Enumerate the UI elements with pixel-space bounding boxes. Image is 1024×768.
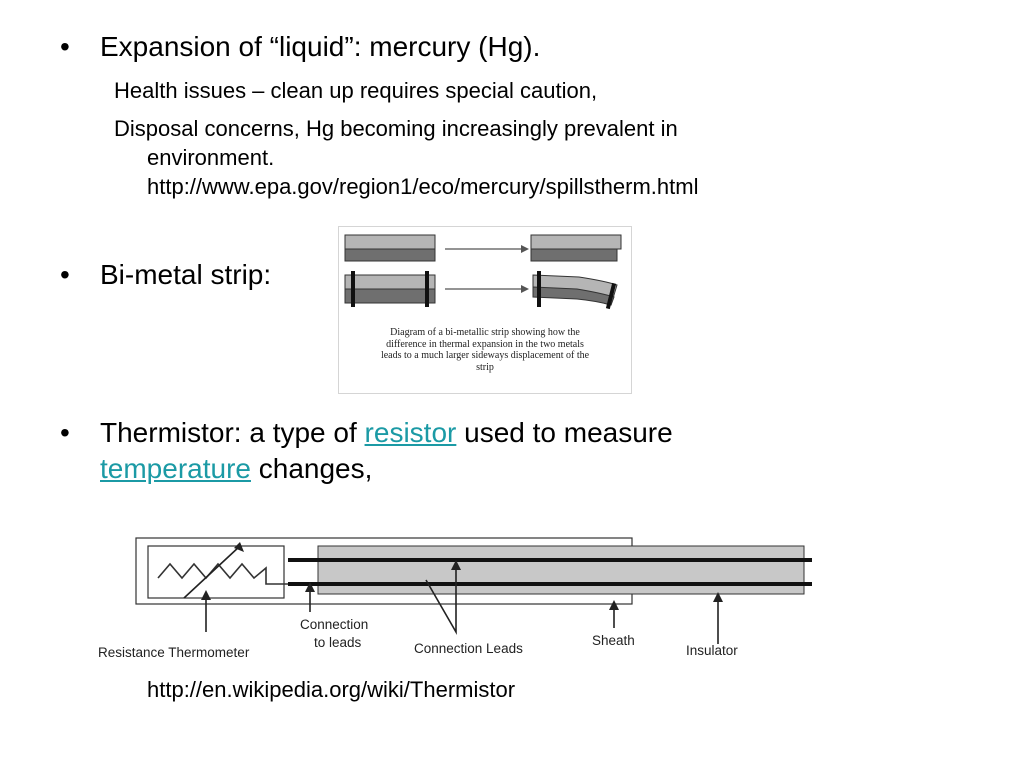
bimetal-caption: Diagram of a bi-metallic strip showing h… xyxy=(343,327,627,373)
caption-line: leads to a much larger sideways displace… xyxy=(380,350,590,361)
caption-line: strip xyxy=(476,361,494,373)
bullet-thermistor-line1: Thermistor: a type of resistor used to m… xyxy=(100,416,673,450)
caption-line: Diagram of a bi-metallic strip showing h… xyxy=(390,327,580,338)
bullet-dot: • xyxy=(60,31,70,62)
thermistor-diagram: Resistance Thermometer Connection to lea… xyxy=(96,528,816,666)
thermistor-text-after: changes, xyxy=(250,453,373,484)
bullet-thermistor-line2: temperature changes, xyxy=(100,452,372,486)
epa-url-link[interactable]: http://www.epa.gov/region1/eco/mercury/s… xyxy=(147,174,699,199)
sub-disposal-line1: Disposal concerns, Hg becoming increasin… xyxy=(114,116,678,141)
sub-health-issues: Health issues – clean up requires specia… xyxy=(114,78,598,103)
bimetal-strip-diagram: Diagram of a bi-metallic strip showing h… xyxy=(338,226,632,394)
bullet-bimetal-text: Bi-metal strip: xyxy=(100,259,272,290)
thermistor-text-mid: used to measure xyxy=(456,417,673,448)
label-insulator: Insulator xyxy=(686,643,738,658)
bullet-dot: • xyxy=(60,417,70,448)
bullet-mercury-text: Expansion of “liquid”: mercury (Hg). xyxy=(100,31,541,62)
bullet-dot: • xyxy=(60,259,70,290)
resistor-link[interactable]: resistor xyxy=(364,417,457,448)
label-sheath: Sheath xyxy=(592,633,635,648)
label-connection-to-leads-2: to leads xyxy=(314,635,362,650)
temperature-link[interactable]: temperature xyxy=(100,453,251,484)
thermistor-drawing xyxy=(135,537,812,644)
caption-line: difference in thermal expansion in the t… xyxy=(386,338,584,350)
label-resistance-thermometer: Resistance Thermometer xyxy=(98,645,250,660)
sub-disposal-line2: environment. xyxy=(147,145,275,170)
thermistor-text-before: Thermistor: a type of xyxy=(100,417,365,448)
wikipedia-url-link[interactable]: http://en.wikipedia.org/wiki/Thermistor xyxy=(147,677,516,702)
label-connection-leads: Connection Leads xyxy=(414,641,523,656)
bimetal-strip-drawing xyxy=(344,234,622,310)
label-connection-to-leads-1: Connection xyxy=(300,617,369,632)
